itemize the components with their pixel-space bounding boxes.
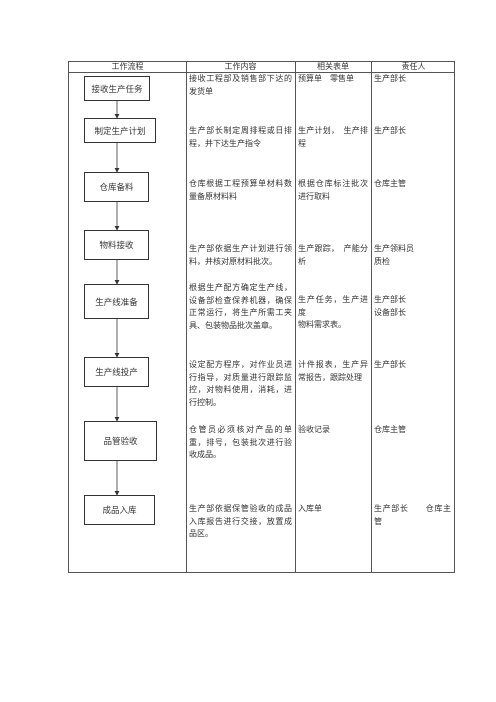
flow-box-line-start: 生产线投产 — [84, 357, 149, 387]
owner-step-1: 生产部长 — [374, 74, 406, 83]
flow-box-make-plan: 制定生产计划 — [84, 118, 156, 143]
flow-box-qc-accept: 品管验收 — [84, 421, 157, 461]
header-forms: 相关表单 — [317, 62, 349, 71]
forms-step-4: 生产跟踪， 产能分析 — [298, 244, 368, 266]
owner-step-7: 仓库主管 — [374, 425, 406, 434]
content-step-5: 根据生产配方确定生产线，设备部检查保养机器，确保正常运行，将生产所需工夹具、包装… — [189, 283, 292, 330]
forms-step-1: 预算单 零售单 — [298, 74, 354, 83]
content-step-1: 接收工程部及销售部下达的发货单 — [189, 74, 292, 96]
owner-step-8: 生产部长 仓库主管 — [374, 504, 451, 526]
forms-step-3: 根据仓库标注批次进行取料 — [298, 179, 368, 201]
column-divider — [371, 62, 372, 572]
header-divider — [69, 72, 454, 73]
flow-box-warehouse-prep: 仓库备料 — [84, 172, 149, 202]
content-step-2: 生产部长制定周排程或日排程，并下达生产指令 — [189, 126, 292, 148]
column-divider — [295, 62, 296, 572]
owner-step-4: 生产领料员 质检 — [374, 244, 414, 266]
header-owner: 责任人 — [401, 62, 426, 71]
flow-box-material-receive: 物料接收 — [84, 230, 149, 260]
flow-box-store-finished: 成品入库 — [84, 495, 155, 525]
owner-step-3: 仓库主管 — [374, 179, 406, 188]
flow-box-line-prep: 生产线准备 — [84, 284, 149, 319]
process-table: 工作流程 工作内容 相关表单 责任人 — [68, 61, 455, 573]
content-step-6: 设定配方程序，对作业员进行指导，对质量进行跟踪监控，对物料使用，消耗，进行控制。 — [189, 360, 292, 407]
forms-step-8: 入库单 — [298, 504, 322, 513]
column-divider — [186, 62, 187, 572]
header-flow: 工作流程 — [111, 62, 144, 71]
forms-step-7: 验收记录 — [298, 425, 330, 434]
content-step-8: 生产部依据保管验收的成品入库报告进行交接，放置成品区。 — [189, 504, 292, 538]
header-content: 工作内容 — [224, 62, 257, 71]
owner-step-5: 生产部长 设备部长 — [374, 295, 406, 317]
flow-box-receive-task: 接收生产任务 — [84, 76, 150, 101]
content-step-7: 仓管员必须核对产品的单重，排号，包装批次进行验收成品。 — [189, 425, 292, 459]
owner-step-6: 生产部长 — [374, 360, 406, 369]
forms-step-6: 计件报表，生产异常报告，跟踪处理 — [298, 360, 368, 382]
forms-step-2: 生产计划， 生产排程 — [298, 126, 368, 148]
owner-step-2: 生产部长 — [374, 126, 406, 135]
content-step-4: 生产部依据生产计划进行领料，并核对原材料批次。 — [189, 244, 292, 266]
forms-step-5: 生产任务，生产进度 物料需求表。 — [298, 295, 368, 329]
content-step-3: 仓库根据工程预算单材料数量备原材料料 — [189, 179, 292, 201]
